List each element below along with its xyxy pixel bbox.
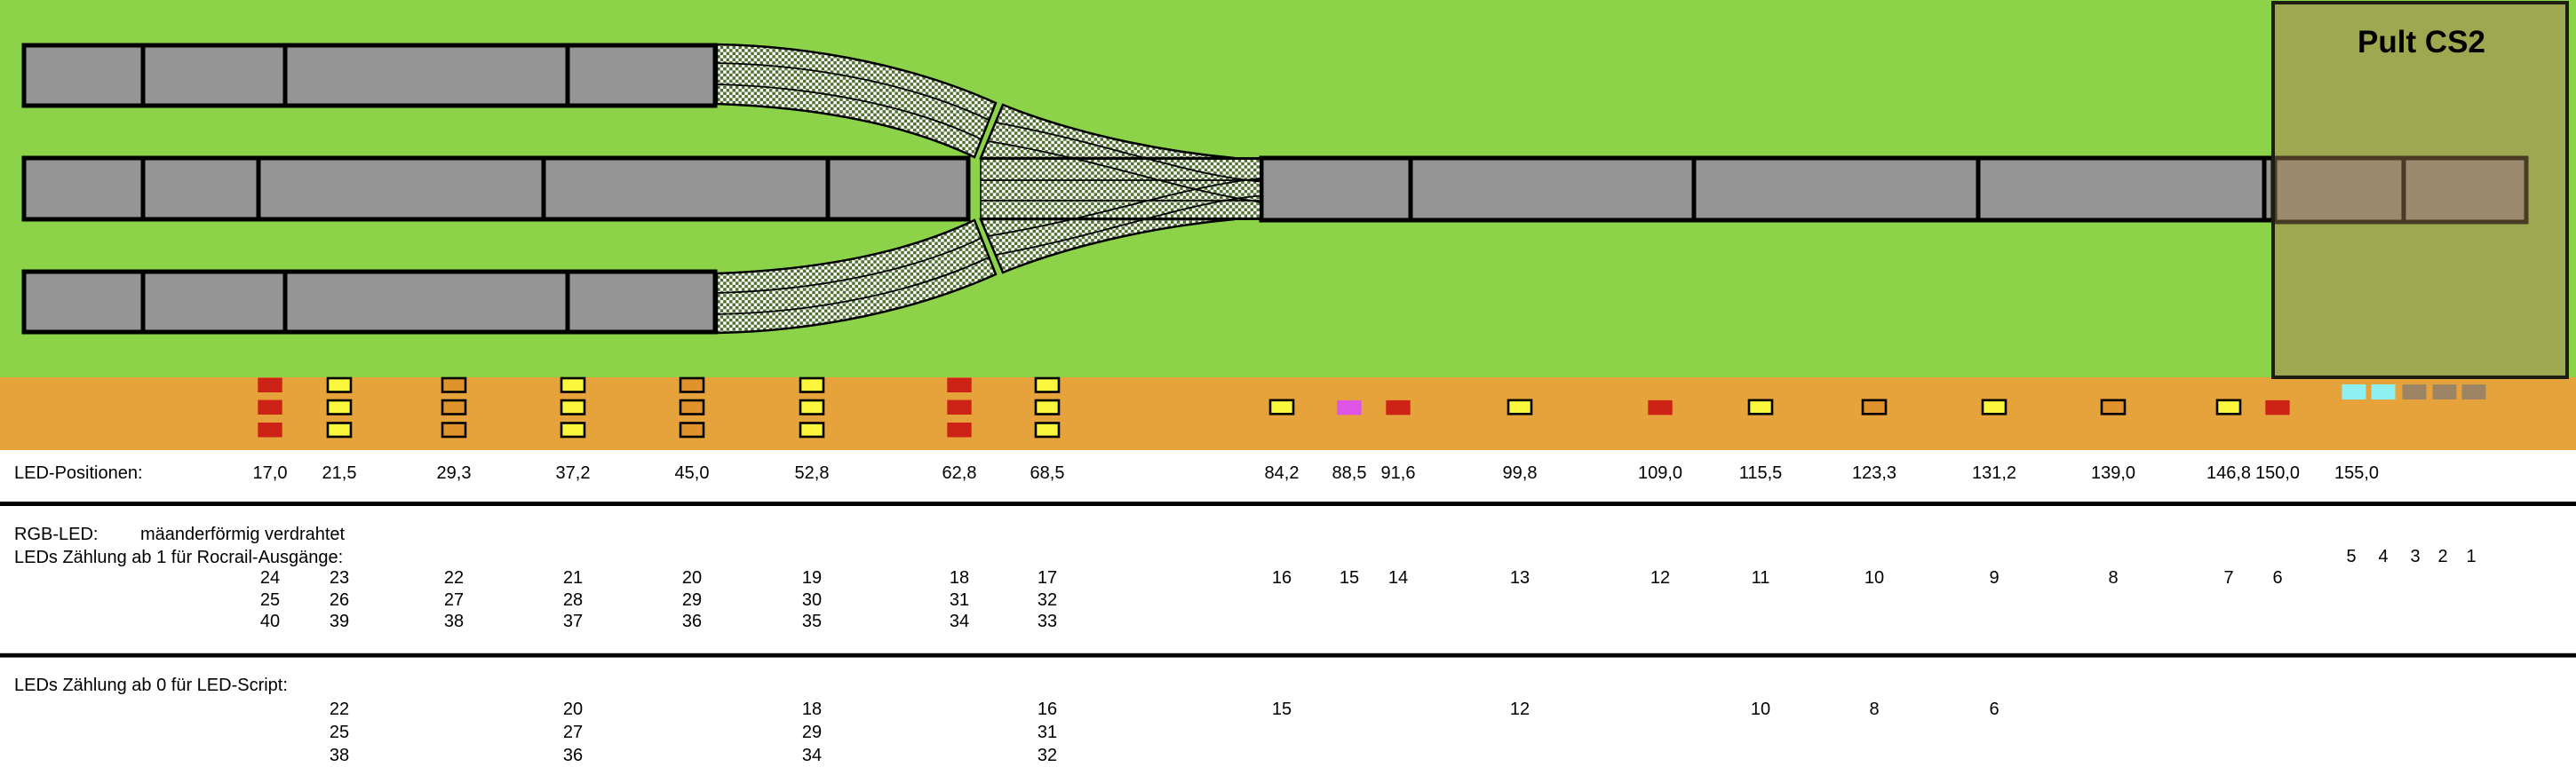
svg-text:19: 19	[802, 568, 822, 588]
svg-text:18: 18	[950, 568, 969, 588]
svg-text:20: 20	[563, 700, 583, 719]
svg-text:28: 28	[563, 590, 583, 610]
svg-text:150,0: 150,0	[2255, 463, 2300, 483]
svg-text:99,8: 99,8	[1503, 463, 1538, 483]
svg-text:32: 32	[1038, 746, 1057, 765]
svg-text:4: 4	[2378, 547, 2388, 566]
svg-text:2: 2	[2437, 547, 2447, 566]
svg-text:33: 33	[1038, 612, 1057, 631]
svg-text:31: 31	[950, 590, 969, 610]
svg-text:68,5: 68,5	[1030, 463, 1065, 483]
svg-text:3: 3	[2410, 547, 2420, 566]
svg-text:52,8: 52,8	[795, 463, 830, 483]
svg-text:91,6: 91,6	[1381, 463, 1416, 483]
svg-text:10: 10	[1864, 568, 1884, 588]
svg-text:21,5: 21,5	[322, 463, 357, 483]
svg-text:109,0: 109,0	[1638, 463, 1682, 483]
svg-text:20: 20	[682, 568, 702, 588]
svg-text:21: 21	[563, 568, 583, 588]
svg-text:38: 38	[444, 612, 464, 631]
svg-text:7: 7	[2223, 568, 2233, 588]
svg-text:27: 27	[444, 590, 464, 610]
svg-text:Pult CS2: Pult CS2	[2357, 25, 2485, 59]
svg-text:18: 18	[802, 700, 822, 719]
svg-text:15: 15	[1340, 568, 1359, 588]
svg-text:32: 32	[1038, 590, 1057, 610]
svg-text:62,8: 62,8	[942, 463, 977, 483]
svg-text:10: 10	[1751, 700, 1770, 719]
svg-text:155,0: 155,0	[2334, 463, 2379, 483]
svg-text:131,2: 131,2	[1972, 463, 2016, 483]
svg-text:17,0: 17,0	[253, 463, 288, 483]
svg-text:37: 37	[563, 612, 583, 631]
svg-text:139,0: 139,0	[2091, 463, 2135, 483]
svg-text:13: 13	[1510, 568, 1530, 588]
svg-text:29: 29	[682, 590, 702, 610]
svg-text:31: 31	[1038, 723, 1057, 742]
svg-text:12: 12	[1510, 700, 1530, 719]
svg-text:1: 1	[2466, 547, 2476, 566]
svg-text:40: 40	[260, 612, 280, 631]
svg-text:36: 36	[682, 612, 702, 631]
svg-text:8: 8	[1869, 700, 1879, 719]
svg-text:11: 11	[1752, 568, 1770, 588]
svg-text:9: 9	[1989, 568, 1999, 588]
svg-text:LED-Positionen:: LED-Positionen:	[14, 463, 143, 483]
svg-text:5: 5	[2346, 547, 2356, 566]
svg-text:RGB-LED:: RGB-LED:	[14, 525, 98, 544]
svg-text:22: 22	[444, 568, 464, 588]
svg-text:29: 29	[802, 723, 822, 742]
svg-text:16: 16	[1038, 700, 1057, 719]
svg-text:38: 38	[330, 746, 349, 765]
svg-text:30: 30	[802, 590, 822, 610]
svg-text:45,0: 45,0	[675, 463, 710, 483]
svg-text:25: 25	[330, 723, 349, 742]
svg-text:36: 36	[563, 746, 583, 765]
svg-text:LEDs Zählung ab 1 für Rocrail-: LEDs Zählung ab 1 für Rocrail-Ausgänge:	[14, 548, 343, 567]
svg-text:25: 25	[260, 590, 280, 610]
svg-text:mäanderförmig verdrahtet: mäanderförmig verdrahtet	[140, 525, 346, 544]
svg-text:146,8: 146,8	[2206, 463, 2251, 483]
svg-text:6: 6	[2272, 568, 2282, 588]
svg-text:39: 39	[330, 612, 349, 631]
svg-text:23: 23	[330, 568, 349, 588]
svg-text:LEDs Zählung ab 0 für LED-Scri: LEDs Zählung ab 0 für LED-Script:	[14, 676, 288, 695]
svg-text:14: 14	[1388, 568, 1408, 588]
svg-text:8: 8	[2108, 568, 2118, 588]
svg-text:29,3: 29,3	[437, 463, 472, 483]
svg-text:17: 17	[1038, 568, 1057, 588]
svg-text:12: 12	[1650, 568, 1670, 588]
svg-text:24: 24	[260, 568, 280, 588]
svg-text:123,3: 123,3	[1852, 463, 1896, 483]
svg-text:88,5: 88,5	[1332, 463, 1367, 483]
svg-text:34: 34	[950, 612, 969, 631]
svg-text:34: 34	[802, 746, 822, 765]
svg-text:27: 27	[563, 723, 583, 742]
svg-text:16: 16	[1272, 568, 1292, 588]
svg-text:115,5: 115,5	[1739, 463, 1783, 483]
svg-text:84,2: 84,2	[1265, 463, 1300, 483]
svg-text:37,2: 37,2	[556, 463, 591, 483]
svg-text:15: 15	[1272, 700, 1292, 719]
svg-text:35: 35	[802, 612, 822, 631]
svg-text:22: 22	[330, 700, 349, 719]
svg-text:26: 26	[330, 590, 349, 610]
svg-text:6: 6	[1989, 700, 1999, 719]
